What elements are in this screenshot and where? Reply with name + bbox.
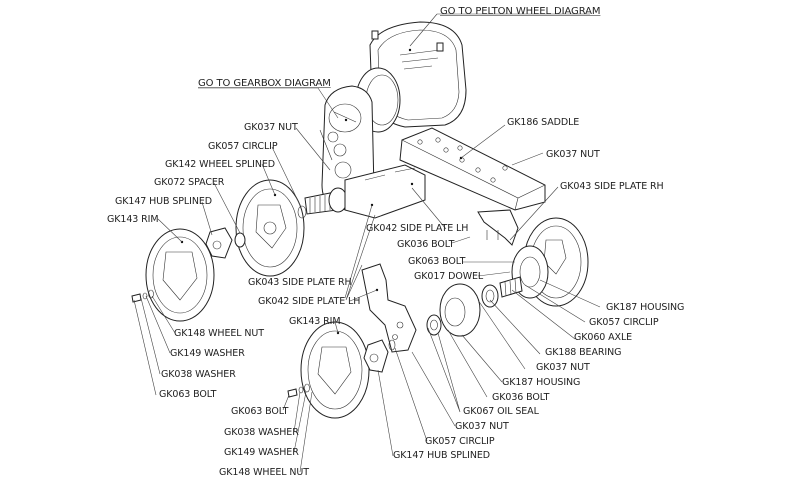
- label-gk038-washer: GK038 WASHER: [161, 369, 236, 380]
- label-gk060-axle: GK060 AXLE: [574, 332, 633, 343]
- label-gk057-circlip: GK057 CIRCLIP: [208, 141, 278, 152]
- label-gk043-side-plate-rh: GK043 SIDE PLATE RH: [560, 181, 664, 192]
- label-gk063-bolt-low: GK063 BOLT: [231, 406, 289, 417]
- splined-shaft: [304, 187, 348, 215]
- label-gk063-bolt: GK063 BOLT: [408, 256, 466, 267]
- label-gk037-nut-right: GK037 NUT: [536, 362, 590, 373]
- label-gk188-bearing: GK188 BEARING: [545, 347, 622, 358]
- label-gk142-wheel-splined: GK142 WHEEL SPLINED: [165, 159, 275, 170]
- label-gk149-washer: GK149 WASHER: [170, 348, 245, 359]
- label-gk067-oil-seal: GK067 OIL SEAL: [463, 406, 539, 417]
- label-gk037-nut-saddle: GK037 NUT: [546, 149, 600, 160]
- spacer-and-hub-left: [205, 205, 307, 259]
- label-gk143-rim-low: GK143 RIM: [289, 316, 341, 327]
- label-gk147-hub-splined: GK147 HUB SPLINED: [115, 196, 212, 207]
- label-gk038-washer-low: GK038 WASHER: [224, 427, 299, 438]
- hub-lower: [363, 339, 396, 373]
- go-to-gearbox-diagram-link[interactable]: GO TO GEARBOX DIAGRAM: [198, 78, 331, 89]
- label-gk148-wheel-nut-low: GK148 WHEEL NUT: [219, 467, 309, 478]
- saddle-bracket[interactable]: [399, 127, 546, 211]
- label-gk042-side-plate-lh-low: GK042 SIDE PLATE LH: [258, 296, 361, 307]
- label-gk043-side-plate-rh-left: GK043 SIDE PLATE RH: [248, 277, 352, 288]
- mount-block: [344, 164, 426, 219]
- label-gk072-spacer: GK072 SPACER: [154, 177, 225, 188]
- right-axle-housing: [481, 245, 549, 308]
- lower-fasteners: [287, 383, 310, 398]
- label-gk036-bolt-low: GK036 BOLT: [492, 392, 550, 403]
- label-gk036-bolt: GK036 BOLT: [397, 239, 455, 250]
- label-gk148-wheel-nut: GK148 WHEEL NUT: [174, 328, 264, 339]
- label-gk037-nut: GK037 NUT: [244, 122, 298, 133]
- label-gk187-housing: GK187 HOUSING: [606, 302, 685, 313]
- label-gk042-side-plate-lh: GK042 SIDE PLATE LH: [366, 223, 469, 234]
- wheel-splined-gk142[interactable]: [235, 179, 305, 277]
- label-gk037-nut-low: GK037 NUT: [455, 421, 509, 432]
- label-gk017-dowel: GK017 DOWEL: [414, 271, 484, 282]
- label-gk187-housing-low: GK187 HOUSING: [502, 377, 581, 388]
- label-gk057-circlip-right: GK057 CIRCLIP: [589, 317, 659, 328]
- rim-lower-gk143[interactable]: [300, 321, 370, 419]
- leader-lines: [133, 13, 601, 473]
- rim-left-gk143[interactable]: [145, 228, 215, 322]
- go-to-pelton-wheel-diagram-link[interactable]: GO TO PELTON WHEEL DIAGRAM: [440, 6, 601, 17]
- label-gk149-washer-low: GK149 WASHER: [224, 447, 299, 458]
- side-plate-lh-lower: [361, 263, 417, 353]
- label-gk147-hub-splined-low: GK147 HUB SPLINED: [393, 450, 490, 461]
- label-gk057-circlip-low: GK057 CIRCLIP: [425, 436, 495, 447]
- label-gk143-rim: GK143 RIM: [107, 214, 159, 225]
- label-gk063-bolt-left: GK063 BOLT: [159, 389, 217, 400]
- side-plate-rh-right: [477, 209, 519, 246]
- label-gk186-saddle: GK186 SADDLE: [507, 117, 580, 128]
- lower-housing: [426, 283, 481, 337]
